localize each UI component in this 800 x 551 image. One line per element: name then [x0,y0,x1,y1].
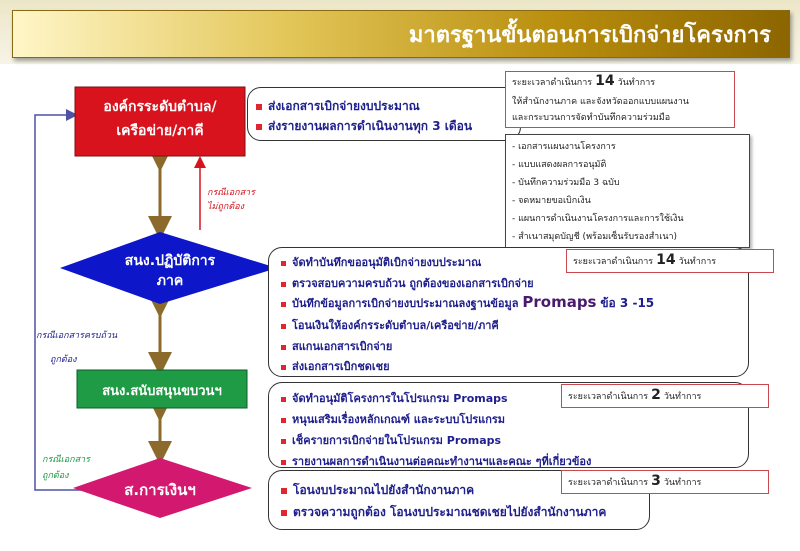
panel-org-item: ส่งเอกสารเบิกจ่ายงบประมาณ [256,97,420,116]
panel-org-item: ส่งรายงานผลการดำเนินงานทุก 3 เดือน [256,117,472,136]
note-complete: กรณีเอกสารครบถ้วน ถูกต้อง [36,331,118,365]
regional-diamond [60,232,277,304]
title-bar: มาตรฐานขั้นตอนการเบิกจ่ายโครงการ [0,0,800,64]
finance-label: ส.การเงินฯ [124,481,196,499]
panel-regional-item: ตรวจสอบความครบถ้วน ถูกต้องของเอกสารเบิกจ… [281,274,534,292]
panel-support-item: หนุนเสริมเรื่องหลักเกณฑ์ และระบบโปรแกรม [281,410,505,428]
finance-diamond [73,458,252,518]
support-box [76,369,248,409]
page-title: มาตรฐานขั้นตอนการเบิกจ่ายโครงการ [408,23,771,48]
org-box [74,86,246,157]
panel-regional-item: สแกนเอกสารเบิกจ่าย [281,337,392,355]
note-incorrect: กรณีเอกสาร ไม่ถูกต้อง [207,188,255,212]
org-label: องค์กรระดับตำบล/ เครือข่าย/ภาคี [103,99,217,139]
documents-list: - เอกสารแผนงานโครงการ - แบบแสดงผลการอนุม… [505,134,750,248]
panel-support-item: จัดทำอนุมัติโครงการในโปรแกรม Promaps [281,389,508,407]
panel-regional-item: ส่งเอกสารเบิกชดเชย [281,357,390,375]
panel-support-item: เช็ครายการเบิกจ่ายในโปรแกรม Promaps [281,431,501,449]
panel-finance-item: ตรวจความถูกต้อง โอนงบประมาณชดเชยไปยังสำน… [281,503,606,522]
note-doc-case: กรณีเอกสาร ถูกต้อง [42,455,90,481]
panel-regional-item: จัดทำบันทึกขออนุมัติเบิกจ่ายงบประมาณ [281,253,481,271]
panel-finance-item: โอนงบประมาณไปยังสำนักงานภาค [281,481,474,500]
panel-support-item: รายงานผลการดำเนินงานต่อคณะทำงานฯและคณะ ๆ… [281,452,591,470]
support-label: สนง.สนับสนุนขบวนฯ [102,384,222,399]
panel-regional-item: บันทึกข้อมูลการเบิกจ่ายงบประมาณลงฐานข้อม… [281,293,654,313]
loop-back-line [34,109,118,491]
panel-regional-item: โอนเงินให้องค์กรระดับตำบล/เครือข่าย/ภาคี [281,316,499,334]
title-banner: มาตรฐานขั้นตอนการเบิกจ่ายโครงการ [12,10,790,58]
panel-org [247,87,521,141]
regional-label: สนง.ปฏิบัติการ ภาค [124,253,216,289]
